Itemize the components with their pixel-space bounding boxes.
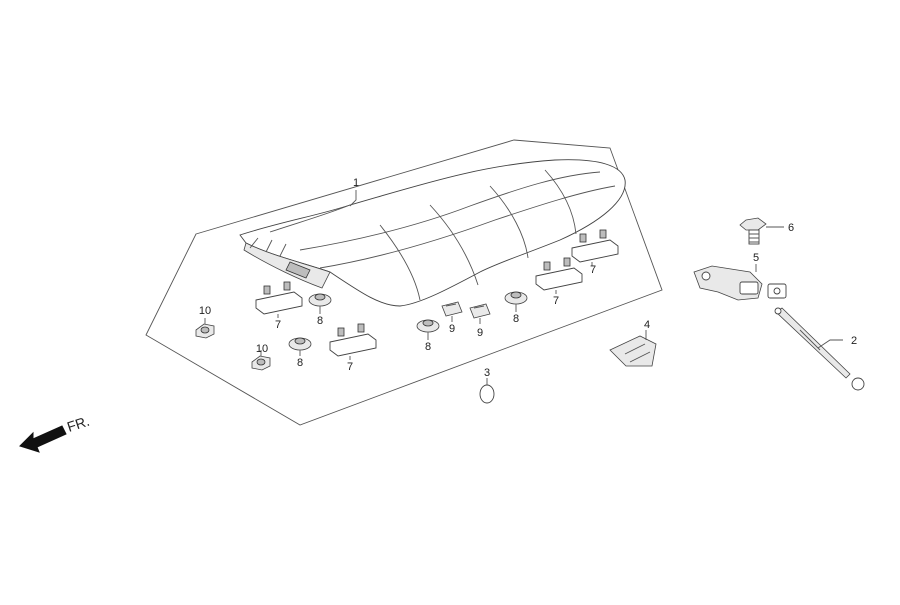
callout-8-c: 8 [425, 341, 431, 353]
callout-8-a: 8 [317, 315, 323, 327]
callout-8-b: 8 [297, 357, 303, 369]
callout-10-a: 10 [199, 305, 211, 317]
bracket-part [609, 335, 657, 367]
callout-7-a: 7 [275, 319, 281, 331]
nut-part-2 [288, 337, 312, 351]
callout-7-c: 7 [553, 295, 559, 307]
callout-7-d: 7 [590, 264, 596, 276]
callout-6: 6 [788, 222, 794, 234]
callout-8-d: 8 [513, 313, 519, 325]
front-label: FR. [65, 413, 91, 435]
nut-part-4 [504, 291, 528, 305]
callout-4: 4 [644, 319, 650, 331]
callout-1: 1 [353, 177, 359, 189]
clip-part-2 [469, 303, 491, 319]
callout-5: 5 [753, 252, 759, 264]
latch-part [693, 265, 787, 301]
cable-part [774, 307, 865, 391]
callout-10-b: 10 [256, 343, 268, 355]
damper-part-2 [329, 323, 377, 357]
assembly-outline [145, 139, 663, 426]
leader-lines [204, 190, 843, 385]
callout-9-b: 9 [477, 327, 483, 339]
seat-part [239, 159, 626, 307]
flange-nut-part-2 [251, 355, 271, 371]
callout-9-a: 9 [449, 323, 455, 335]
nut-part-1 [308, 293, 332, 307]
front-arrow-icon [19, 425, 67, 453]
damper-part-1 [255, 281, 303, 315]
damper-part-4 [571, 229, 619, 263]
callout-7-b: 7 [347, 361, 353, 373]
clip-part-1 [441, 301, 463, 317]
nut-part-3 [416, 319, 440, 333]
bolt-part [739, 217, 767, 245]
callout-2: 2 [851, 335, 857, 347]
damper-part-3 [535, 257, 583, 291]
front-direction-indicator: FR. [19, 413, 91, 453]
o-ring-part [479, 384, 495, 404]
flange-nut-part-1 [195, 323, 215, 339]
callout-3: 3 [484, 367, 490, 379]
